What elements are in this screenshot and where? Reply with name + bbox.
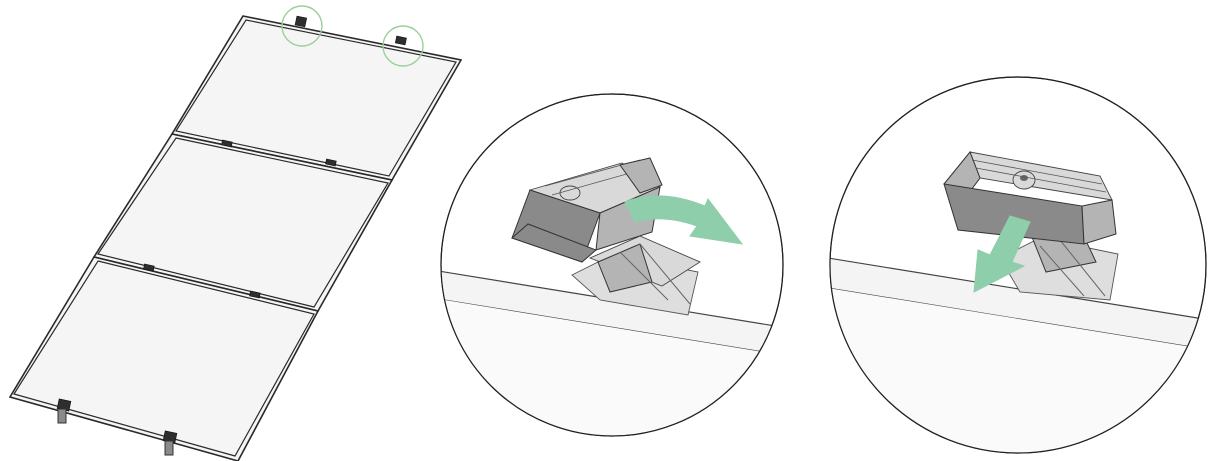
end-clamp xyxy=(163,431,177,455)
press-clamp-detail xyxy=(828,77,1209,460)
end-clamp xyxy=(295,16,307,27)
solar-panel-array xyxy=(10,6,461,461)
end-clamp xyxy=(395,36,406,45)
rotate-clamp-detail xyxy=(420,94,800,460)
end-clamp xyxy=(57,399,71,423)
